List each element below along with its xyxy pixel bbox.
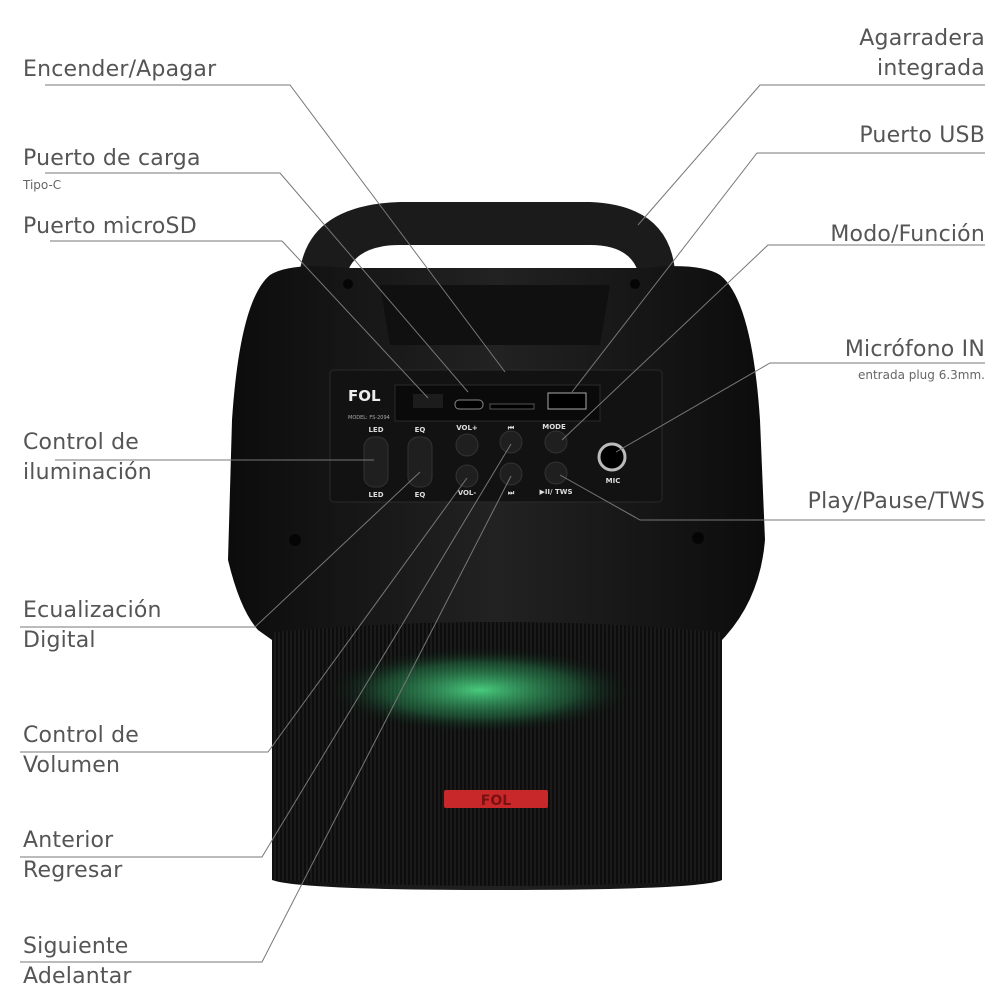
label-next-2: Adelantar <box>23 964 132 989</box>
panel-brand: FOL <box>348 387 381 405</box>
vol-minus-button[interactable] <box>455 464 479 488</box>
label-handle-1: Agarradera <box>859 26 985 51</box>
led-label-bottom: LED <box>368 491 383 499</box>
label-prev-1: Anterior <box>23 828 114 853</box>
label-light-1: Control de <box>23 430 140 455</box>
mic-jack <box>597 442 627 472</box>
label-next-1: Siguiente <box>23 934 129 959</box>
vol-plus-label: VOL+ <box>456 424 478 432</box>
play-label: ▶II/ TWS <box>539 488 572 496</box>
front-logo-text: FOL <box>481 793 511 809</box>
label-charge-sub: Tipo-C <box>23 178 62 192</box>
prev-label: ⏮ <box>508 424 515 432</box>
vol-minus-label: VOL- <box>458 489 477 497</box>
eq-label-bottom: EQ <box>415 491 426 499</box>
power-switch[interactable] <box>413 394 443 408</box>
usb-c-port <box>454 399 484 410</box>
label-microsd: Puerto microSD <box>23 214 197 239</box>
label-charge-port: Puerto de carga <box>23 146 201 171</box>
led-button[interactable] <box>363 436 389 488</box>
front-logo <box>444 790 548 808</box>
mode-button[interactable] <box>544 430 568 454</box>
led-glow <box>320 645 640 735</box>
label-play: Play/Pause/TWS <box>807 489 985 514</box>
mic-label: MIC <box>606 477 621 485</box>
led-label-top: LED <box>368 426 383 434</box>
label-light-2: iluminación <box>23 460 152 485</box>
handle <box>300 202 675 282</box>
label-vol-2: Volumen <box>23 753 121 778</box>
label-mic: Micrófono IN <box>844 337 985 362</box>
label-handle-2: integrada <box>877 56 985 81</box>
eq-button[interactable] <box>407 436 433 488</box>
label-power: Encender/Apagar <box>23 57 217 82</box>
prev-button[interactable] <box>499 430 523 454</box>
label-mode: Modo/Función <box>830 222 985 247</box>
mode-label: MODE <box>542 423 566 431</box>
eq-label-top: EQ <box>415 426 426 434</box>
label-mic-sub: entrada plug 6.3mm. <box>857 368 985 382</box>
label-eq-1: Ecualización <box>23 598 162 623</box>
label-vol-1: Control de <box>23 723 140 748</box>
microsd-slot <box>489 403 535 410</box>
label-prev-2: Regresar <box>23 858 123 883</box>
usb-port <box>547 392 587 410</box>
next-label: ⏭ <box>508 489 515 497</box>
play-button[interactable] <box>544 461 568 485</box>
label-usb: Puerto USB <box>859 123 985 148</box>
panel-model: MODEL: FS-2094 <box>348 415 390 421</box>
vol-plus-button[interactable] <box>455 433 479 457</box>
label-eq-2: Digital <box>23 628 96 653</box>
leader-lines <box>20 84 985 963</box>
next-button[interactable] <box>499 462 523 486</box>
